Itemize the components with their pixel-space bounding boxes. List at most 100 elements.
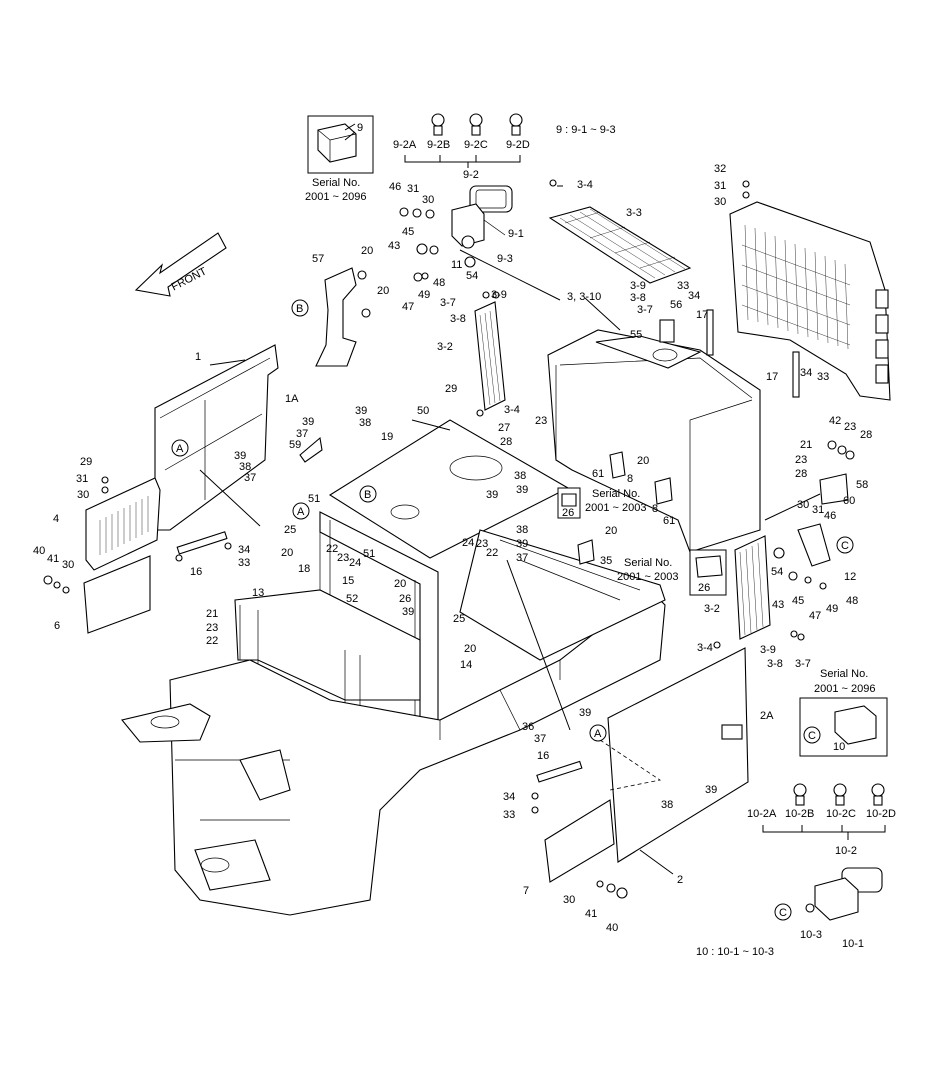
svg-text:25: 25 [284, 524, 296, 536]
leader-lines [199, 131, 821, 875]
serial-label-c: Serial No. [624, 557, 672, 569]
svg-text:20: 20 [377, 285, 389, 297]
svg-text:20: 20 [394, 578, 406, 590]
svg-text:39: 39 [516, 484, 528, 496]
svg-text:1A: 1A [285, 393, 299, 405]
lamp-9-assembly: 46 31 30 45 43 48 49 47 9-1 9-3 11 54 [388, 181, 524, 313]
svg-text:60: 60 [843, 495, 855, 507]
svg-text:41: 41 [585, 908, 597, 920]
svg-text:23: 23 [337, 552, 349, 564]
svg-text:21: 21 [800, 439, 812, 451]
svg-text:10-2D: 10-2D [866, 808, 896, 820]
svg-text:28: 28 [795, 468, 807, 480]
svg-text:3-8: 3-8 [767, 658, 783, 670]
svg-text:18: 18 [298, 563, 310, 575]
svg-text:48: 48 [433, 277, 445, 289]
svg-text:10-2B: 10-2B [785, 808, 814, 820]
gas-spring-16-left: 16 34 33 [175, 531, 250, 578]
svg-text:3-3: 3-3 [626, 207, 642, 219]
svg-text:34: 34 [688, 290, 700, 302]
inset-part-10: Serial No. 2001 ~ 2096 C 10 [799, 668, 888, 757]
svg-text:46: 46 [824, 510, 836, 522]
svg-text:3-9: 3-9 [630, 280, 646, 292]
svg-text:4: 4 [53, 513, 59, 525]
svg-text:33: 33 [503, 809, 515, 821]
serial-range-a: 2001 ~ 2096 [305, 191, 366, 203]
svg-text:37: 37 [534, 733, 546, 745]
svg-text:8: 8 [652, 503, 658, 515]
svg-text:A: A [297, 506, 305, 518]
svg-text:C: C [808, 730, 816, 742]
svg-text:3-7: 3-7 [637, 304, 653, 316]
svg-text:3, 3-10: 3, 3-10 [567, 291, 601, 303]
svg-text:31: 31 [407, 183, 419, 195]
svg-text:3-9: 3-9 [491, 289, 507, 301]
svg-text:37: 37 [516, 552, 528, 564]
svg-text:45: 45 [402, 226, 414, 238]
rear-grille: 32 31 30 33 34 17 17 34 33 [677, 163, 891, 401]
svg-text:51: 51 [308, 493, 320, 505]
svg-text:23: 23 [844, 421, 856, 433]
svg-text:30: 30 [422, 194, 434, 206]
svg-text:3-7: 3-7 [440, 297, 456, 309]
svg-text:59: 59 [289, 439, 301, 451]
svg-text:3-2: 3-2 [704, 603, 720, 615]
svg-text:41: 41 [47, 553, 59, 565]
svg-text:36: 36 [522, 721, 534, 733]
panel-6: 40 41 30 6 [33, 545, 151, 634]
svg-text:37: 37 [296, 428, 308, 440]
lamp-12: 30 31 46 54 12 43 45 49 47 48 C [771, 499, 858, 622]
left-door-1: A 1 1A 29 31 30 [76, 344, 299, 531]
svg-text:39: 39 [705, 784, 717, 796]
svg-text:30: 30 [797, 499, 809, 511]
svg-text:6: 6 [54, 620, 60, 632]
svg-text:10-2A: 10-2A [747, 808, 777, 820]
svg-text:2: 2 [677, 874, 683, 886]
svg-text:54: 54 [771, 566, 783, 578]
svg-text:29: 29 [80, 456, 92, 468]
right-panel-2: 2A 2 39 38 A [589, 647, 774, 886]
svg-text:38: 38 [359, 417, 371, 429]
svg-text:40: 40 [606, 922, 618, 934]
panel-7: 7 30 41 40 [523, 799, 628, 934]
svg-text:23: 23 [206, 622, 218, 634]
svg-text:12: 12 [844, 571, 856, 583]
svg-text:14: 14 [460, 659, 472, 671]
lamp-10: C 10-3 10-1 [774, 867, 883, 950]
svg-text:43: 43 [388, 240, 400, 252]
front-arrow: FRONT [134, 232, 227, 297]
hood-3: 3, 3-10 3-9 3-8 3-7 56 55 [547, 280, 761, 553]
svg-text:20: 20 [464, 643, 476, 655]
svg-text:39: 39 [516, 538, 528, 550]
svg-text:3-4: 3-4 [697, 642, 713, 654]
svg-text:38: 38 [514, 470, 526, 482]
bracket-57: 57 20 20 B [291, 245, 389, 367]
svg-text:3-8: 3-8 [630, 292, 646, 304]
svg-text:8: 8 [627, 473, 633, 485]
mesh-3-2-lower: 3-2 3-4 3-9 3-8 3-7 [697, 535, 811, 670]
cab-frame: 13 14 18 51 25 20 22 23 24 51 15 20 52 2… [206, 493, 489, 735]
svg-text:56: 56 [670, 299, 682, 311]
svg-text:26: 26 [562, 507, 574, 519]
svg-text:28: 28 [500, 436, 512, 448]
svg-text:45: 45 [792, 595, 804, 607]
svg-text:31: 31 [714, 180, 726, 192]
svg-text:30: 30 [714, 196, 726, 208]
svg-text:21: 21 [206, 608, 218, 620]
svg-text:38: 38 [516, 524, 528, 536]
svg-text:54: 54 [466, 270, 478, 282]
svg-text:13: 13 [252, 587, 264, 599]
svg-text:19: 19 [381, 431, 393, 443]
svg-text:23: 23 [795, 454, 807, 466]
svg-text:55: 55 [630, 329, 642, 341]
svg-text:47: 47 [809, 610, 821, 622]
svg-text:23: 23 [535, 415, 547, 427]
svg-text:20: 20 [361, 245, 373, 257]
svg-text:49: 49 [418, 289, 430, 301]
svg-text:24: 24 [349, 557, 361, 569]
svg-text:34: 34 [238, 544, 250, 556]
svg-text:17: 17 [696, 309, 708, 321]
svg-text:11: 11 [451, 259, 462, 271]
svg-text:31: 31 [812, 504, 824, 516]
svg-text:24: 24 [462, 537, 474, 549]
